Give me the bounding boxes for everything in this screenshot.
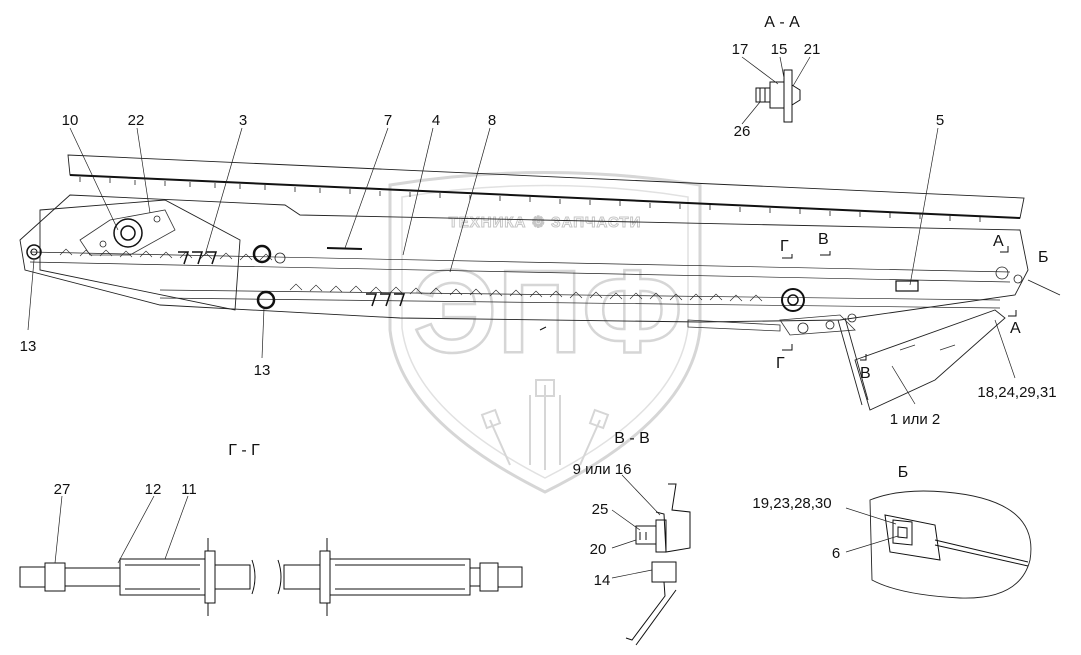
section-gg-callout-12: 12 [145, 481, 162, 498]
section-b-title: Б [898, 464, 909, 481]
callout-4: 4 [432, 112, 440, 129]
scraper-group-3 [178, 251, 218, 265]
callout-10: 10 [62, 112, 79, 129]
callout-8: 8 [488, 112, 496, 129]
callout-13-rollers: 13 [254, 362, 271, 379]
callout-3: 3 [239, 112, 247, 129]
cut-mark-v-bottom: В [860, 365, 871, 382]
section-b-callout-6: 6 [832, 545, 840, 562]
idler-roller-upper [252, 244, 272, 264]
idler-roller-lower [256, 290, 276, 310]
top-bolts [79, 177, 981, 222]
section-aa-callout-15: 15 [771, 41, 788, 58]
scraper-group-8 [366, 293, 406, 307]
cut-mark-g-top: Г [780, 238, 789, 255]
section-gg-title: Г - Г [228, 442, 260, 459]
section-aa-callout-21: 21 [804, 41, 821, 58]
callout-7: 7 [384, 112, 392, 129]
drive-sprocket [113, 218, 143, 248]
wheat-icon [480, 379, 610, 470]
watermark: ТЕХНИКА ⚙ ЗАПЧАСТИ ЭПФ [388, 171, 702, 494]
cut-mark-v-top: В [818, 231, 829, 248]
section-gg-callout-27: 27 [54, 481, 71, 498]
section-vv: В - В 9 или 16 25 20 14 [573, 430, 691, 646]
watermark-shield-icon [388, 171, 702, 494]
watermark-brand-line: ТЕХНИКА ⚙ ЗАПЧАСТИ [449, 214, 642, 231]
cut-mark-a-top: А [993, 233, 1004, 250]
callout-18-24-29-31: 18,24,29,31 [977, 384, 1056, 401]
section-gg: Г - Г 27 [19, 442, 523, 616]
callout-1-or-2: 1 или 2 [890, 411, 941, 428]
section-b: Б 19,23,28,30 6 [752, 464, 1032, 599]
section-vv-callout-20: 20 [590, 541, 607, 558]
section-vv-callout-9-or-16: 9 или 16 [573, 461, 632, 478]
section-b-callout-19-23-28-30: 19,23,28,30 [752, 495, 831, 512]
callout-5: 5 [936, 112, 944, 129]
leader-lines [27, 127, 1016, 405]
section-gg-callout-11: 11 [181, 481, 197, 498]
section-aa: А - А 17 15 21 26 [732, 14, 821, 140]
main-assembly [19, 154, 1061, 411]
left-roller [26, 244, 42, 260]
cut-mark-g-bottom: Г [776, 355, 785, 372]
callout-13-left: 13 [20, 338, 37, 355]
cut-mark-a-bottom: А [1010, 320, 1021, 337]
section-cut-markers [782, 246, 1017, 361]
section-aa-callout-17: 17 [732, 41, 749, 58]
section-vv-title: В - В [614, 430, 650, 447]
watermark-logo: ЭПФ [413, 246, 682, 378]
section-aa-title: А - А [764, 14, 800, 31]
section-aa-callout-26: 26 [734, 123, 751, 140]
section-vv-callout-25: 25 [592, 501, 609, 518]
tension-roller [781, 288, 805, 312]
section-vv-callout-14: 14 [594, 572, 611, 589]
callout-22: 22 [128, 112, 145, 129]
cut-mark-b: Б [1038, 249, 1049, 266]
